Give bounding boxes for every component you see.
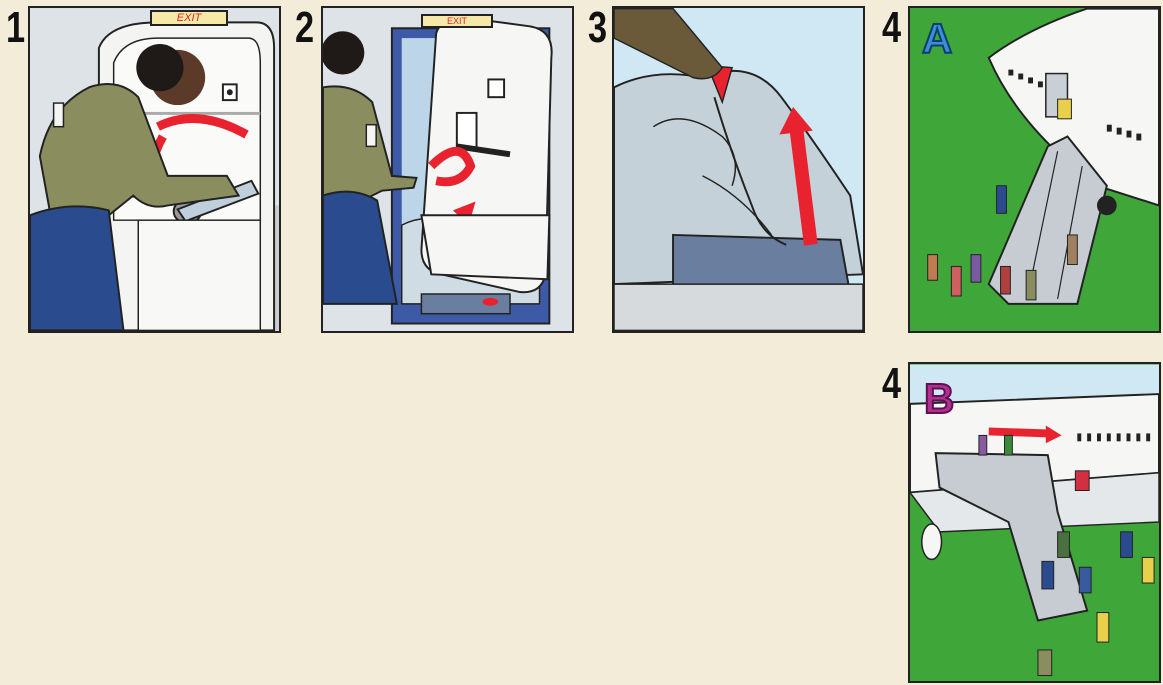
step-2-illustration: EXIT: [321, 6, 574, 333]
step-4a-illustration: A: [908, 6, 1161, 333]
step-4b-number: 4: [882, 362, 901, 406]
pull-door-open-illustration: [323, 8, 572, 331]
pull-inflation-handle-illustration: [614, 8, 863, 331]
step-4a-number: 4: [882, 6, 901, 50]
open-door-handle-illustration: [30, 8, 279, 331]
step-2-number: 2: [295, 6, 314, 50]
exit-sign: EXIT: [150, 10, 228, 26]
option-a-label: A: [922, 18, 952, 60]
step-1-illustration: EXIT: [28, 6, 281, 333]
exit-sign: EXIT: [421, 14, 493, 28]
step-3-illustration: [612, 6, 865, 333]
step-1-number: 1: [6, 6, 25, 50]
option-b-label: B: [924, 378, 954, 420]
step-3-number: 3: [588, 6, 607, 50]
step-4b-illustration: B: [908, 362, 1161, 683]
